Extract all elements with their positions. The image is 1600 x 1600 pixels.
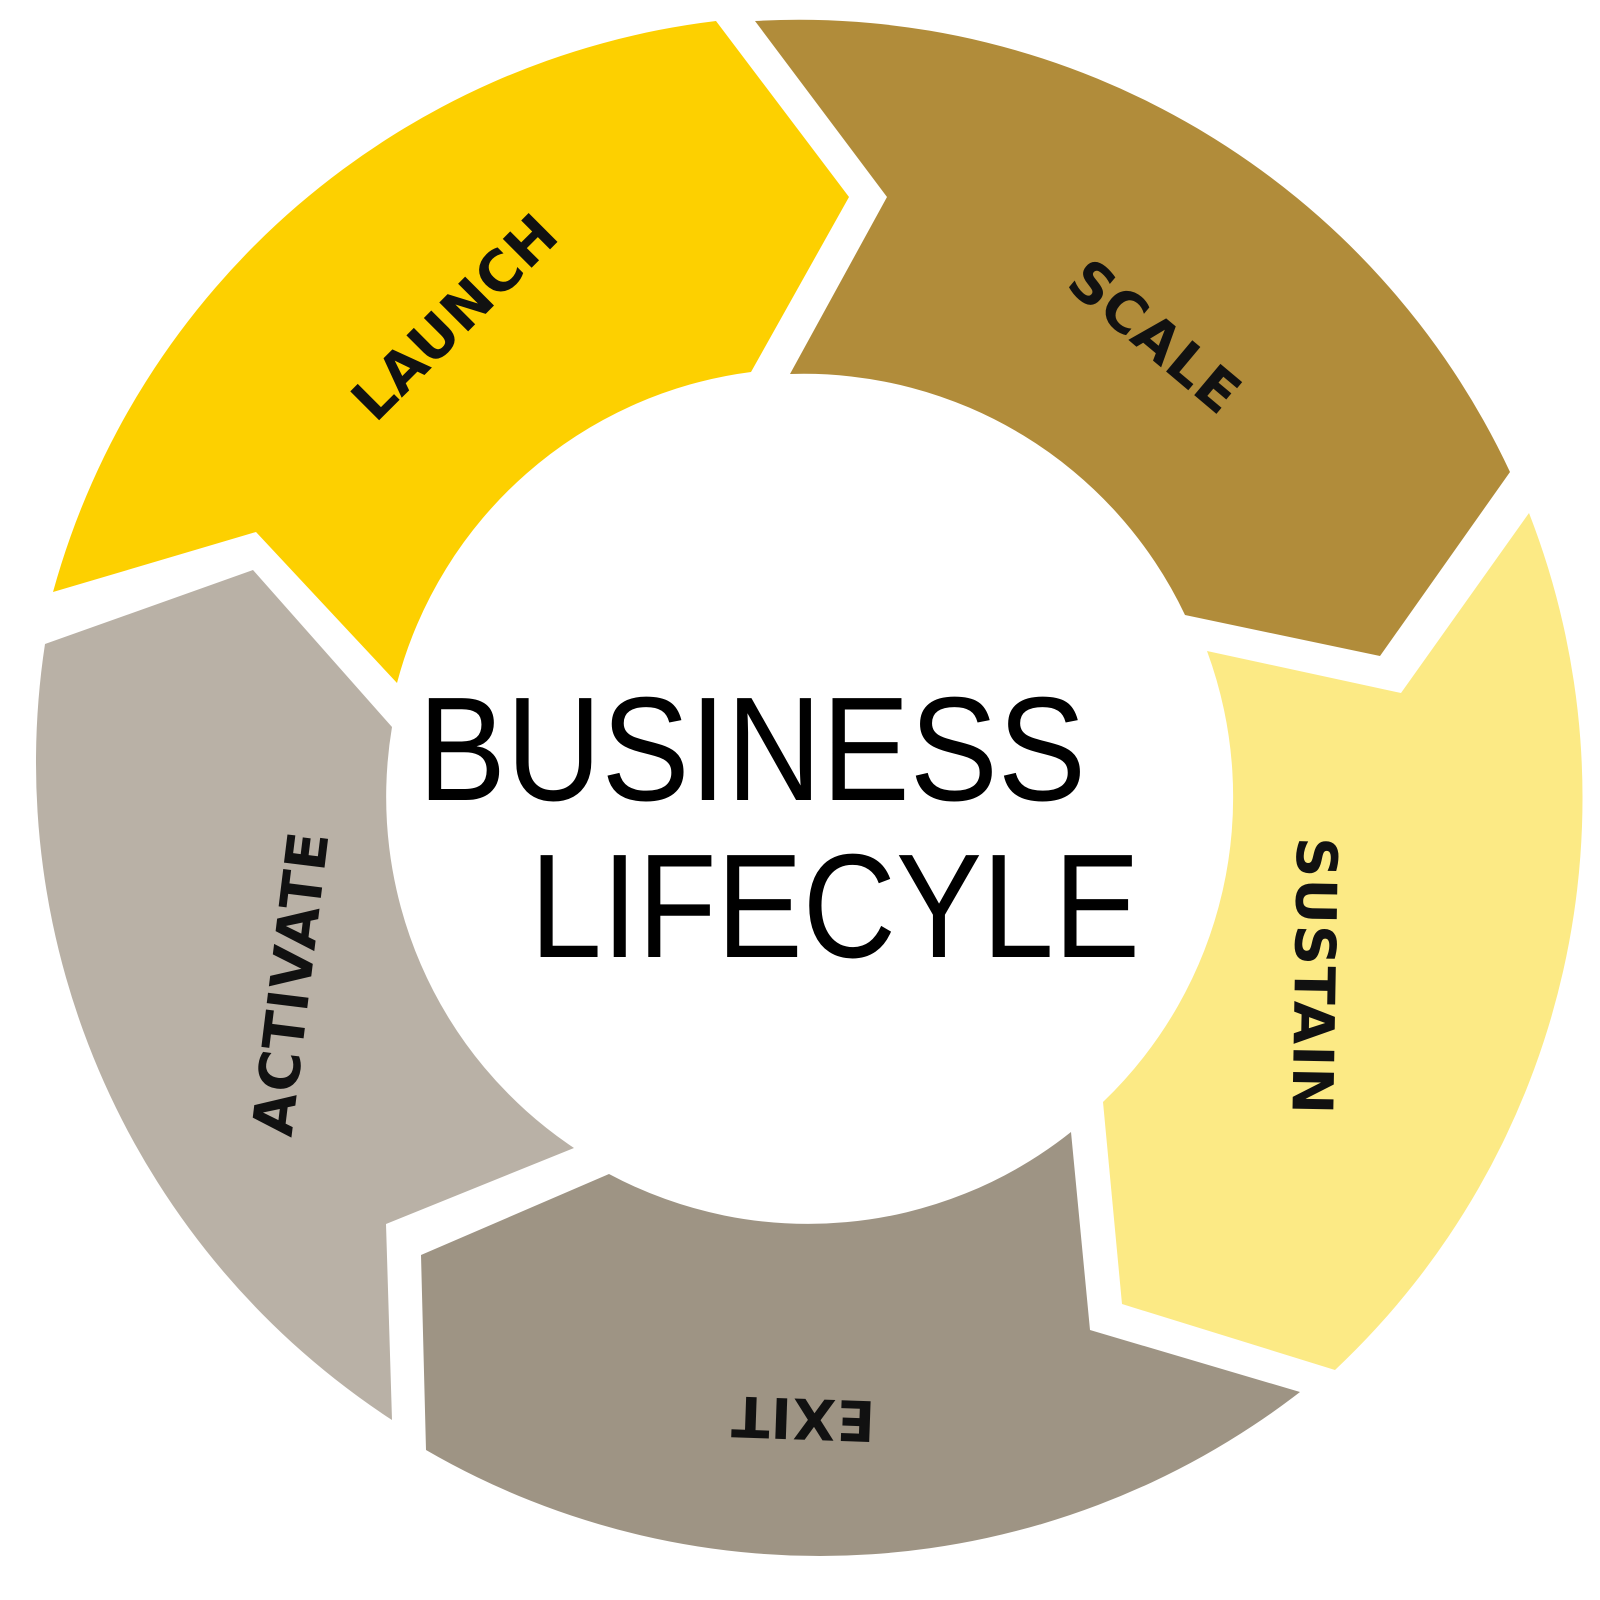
label-exit: EXIT <box>730 1382 877 1452</box>
center-title-line2: LIFECYLE <box>530 824 1140 989</box>
center-title-line1: BUSINESS <box>418 667 1086 832</box>
segment-scale <box>755 19 1510 657</box>
label-sustain: SUSTAIN <box>1278 836 1348 1115</box>
segment-sustain <box>1103 513 1583 1370</box>
cycle-ring <box>35 19 1583 1556</box>
segment-launch <box>53 21 849 683</box>
segment-exit <box>421 1132 1300 1556</box>
segment-activate <box>35 570 574 1420</box>
